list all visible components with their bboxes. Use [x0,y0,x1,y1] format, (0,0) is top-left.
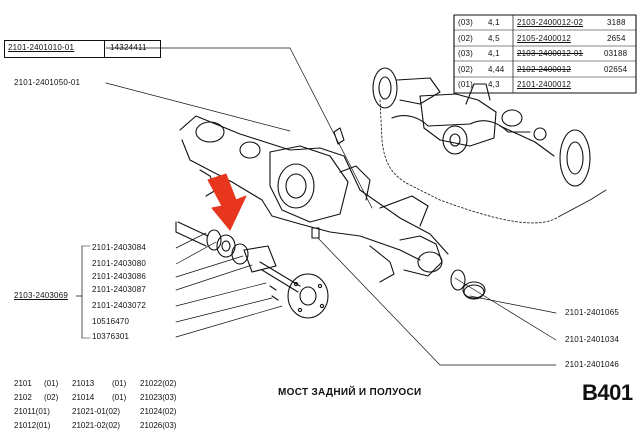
model-ref-row: 2102(02)21014(01)21023(03) [14,393,177,402]
ratio-value: 4,1 [488,18,500,27]
ratio-variant: (02) [458,34,474,43]
ratio-value: 4,3 [488,80,500,89]
ratio-variant: (03) [458,49,474,58]
leader-lines [75,47,557,366]
half-shaft-drawing [175,221,329,319]
page-title: МОСТ ЗАДНИЙ И ПОЛУОСИ [278,387,422,398]
model-ref-row: 2101(01)21013(01)21022(02) [14,379,177,388]
ratio-num: 03188 [604,49,628,58]
model-ref-row: 21011(01)21021-01(02)21024(02) [14,407,177,416]
part-label: 2101-2401034 [565,335,620,344]
ratio-part: 2105-2400012 [517,34,572,43]
ratio-part: 2102-2400012 [517,65,572,74]
top-part-box [4,40,161,58]
ratio-value: 4,1 [488,49,500,58]
ratio-variant: (03) [458,18,474,27]
ratio-part: 2103-2400012-02 [517,18,584,27]
semiaxle-housing-label: 2101-2401050-01 [14,78,81,87]
o-ring-drawing [463,284,485,300]
axle-housing-drawing [179,115,486,299]
part-label: 2101-2403080 [92,259,147,268]
ratio-variant: (01) [458,80,474,89]
part-label: 10516470 [92,317,130,326]
page-code: В401 [582,380,633,405]
ratio-value: 4,44 [488,65,505,74]
part-label: 2101-2403084 [92,243,147,252]
part-label: 2101-2401065 [565,308,620,317]
part-label: 2101-2403087 [92,285,147,294]
part-label: 2101-2401046 [565,360,620,369]
ratio-num: 02654 [604,65,628,74]
differential-inset-drawing [372,67,607,224]
ratio-num: 3188 [607,18,626,27]
ratio-num: 2654 [607,34,626,43]
part-label: 2101-2403086 [92,272,147,281]
ratio-part: 2103-2400012-01 [517,49,584,58]
half-shaft-assembly-label: 2103-2403069 [14,291,69,300]
top-box-divider [104,40,105,57]
part-label: 2101-2403072 [92,301,147,310]
ratio-part: 2101-2400012 [517,80,572,89]
top-part-label: 2101-2401010-01 [8,43,75,52]
part-label: 10376301 [92,332,130,341]
model-ref-row: 21012(01)21021-02(02)21026(03) [14,421,177,430]
ratio-variant: (02) [458,65,474,74]
bracket-ticks [81,245,91,339]
ratio-value: 4,5 [488,34,500,43]
top-subpart-label: 14324411 [110,43,147,52]
highlight-arrow [207,173,247,231]
